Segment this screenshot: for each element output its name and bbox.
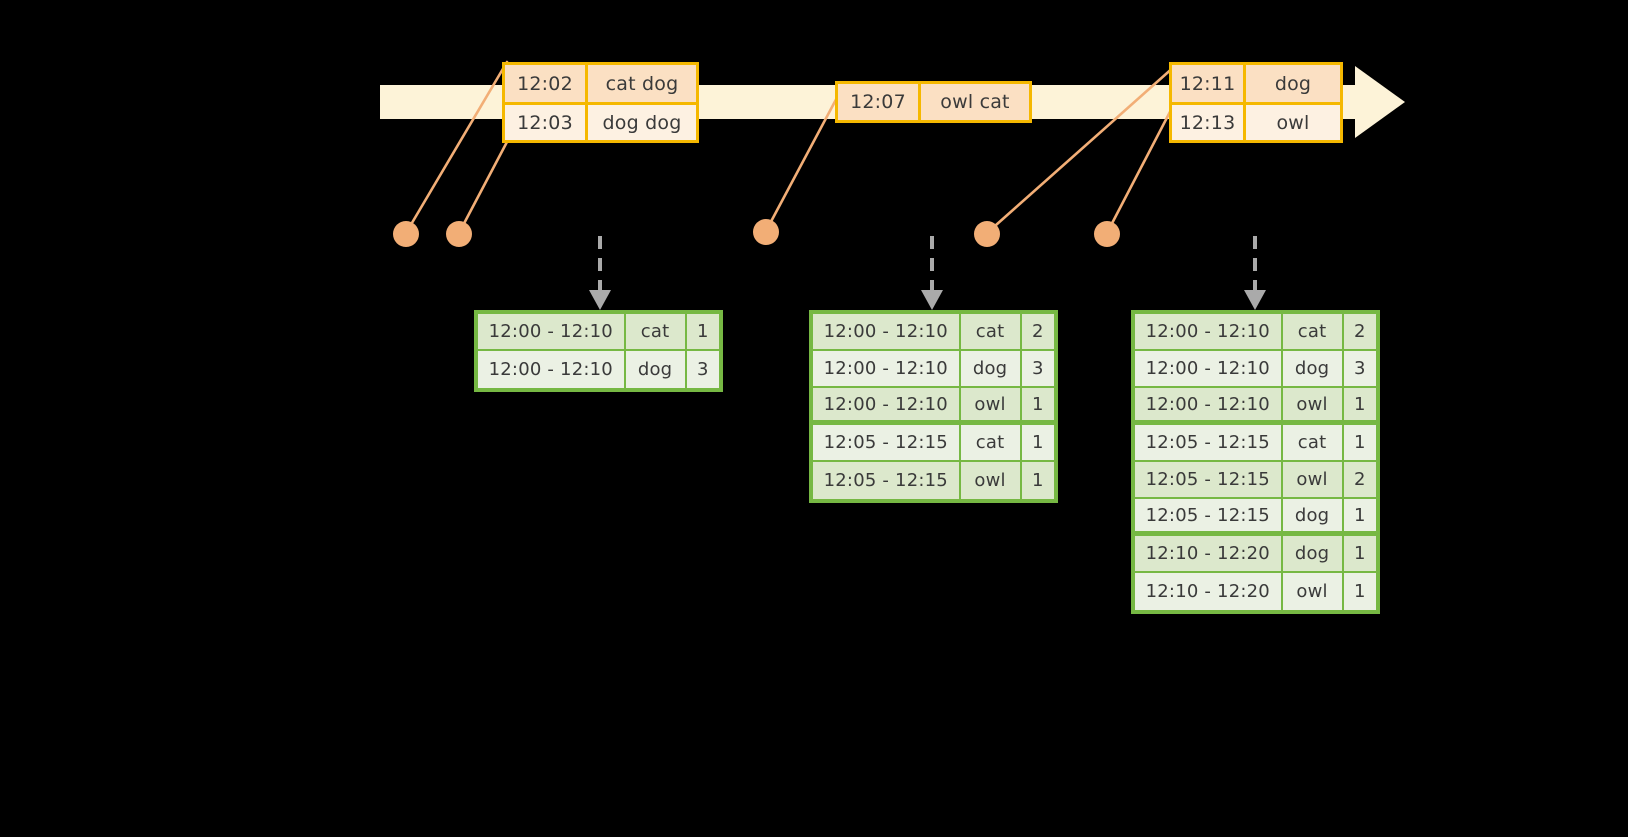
cell-count: 1 — [1021, 425, 1054, 460]
cell-window: 12:00 - 12:10 — [478, 314, 626, 349]
event-dot-3 — [753, 219, 779, 245]
event-words: dog — [1274, 72, 1312, 95]
cell-window: 12:05 - 12:15 — [813, 425, 961, 460]
event-dot-5 — [1094, 221, 1120, 247]
trigger-arrow-1 — [589, 236, 611, 310]
cell-word: cat — [1282, 425, 1344, 460]
cell-word: owl — [960, 462, 1022, 499]
event-words: dog dog — [602, 111, 682, 134]
cell-count: 1 — [1343, 573, 1376, 610]
event-words: cat dog — [605, 72, 679, 95]
cell-word: cat — [960, 425, 1022, 460]
cell-count: 1 — [1343, 536, 1376, 571]
event-dot-1 — [393, 221, 419, 247]
cell-word: dog — [1282, 351, 1344, 386]
cell-word: cat — [1282, 314, 1344, 349]
cell-window: 12:00 - 12:10 — [813, 351, 961, 386]
cell-word: dog — [960, 351, 1022, 386]
cell-word: dog — [625, 351, 687, 388]
cell-window: 12:10 - 12:20 — [1135, 536, 1283, 571]
cell-count: 1 — [1343, 388, 1376, 420]
event-time: 12:03 — [505, 105, 588, 140]
event-row: 12:13 owl — [1172, 102, 1340, 140]
cell-window: 12:00 - 12:10 — [813, 388, 961, 420]
event-time: 12:13 — [1172, 105, 1246, 140]
event-row: 12:03 dog dog — [505, 102, 696, 140]
cell-word: cat — [960, 314, 1022, 349]
cell-window: 12:00 - 12:10 — [813, 314, 961, 349]
cell-count: 3 — [1343, 351, 1376, 386]
cell-count: 2 — [1343, 462, 1376, 497]
event-row: 12:11 dog — [1172, 65, 1340, 103]
cell-window: 12:05 - 12:15 — [1135, 499, 1283, 531]
trigger-arrow-3 — [1244, 236, 1266, 310]
cell-word: dog — [1282, 536, 1344, 571]
event-time: 12:11 — [1172, 65, 1246, 103]
trigger-arrow-2 — [921, 236, 943, 310]
cell-count: 1 — [1343, 499, 1376, 531]
cell-count: 3 — [1021, 351, 1054, 386]
timeline-event-dots — [393, 219, 1120, 247]
cell-count: 1 — [1343, 425, 1376, 460]
cell-window: 12:00 - 12:10 — [1135, 314, 1283, 349]
cell-count: 1 — [686, 314, 719, 349]
cell-count: 2 — [1343, 314, 1376, 349]
event-box-1[interactable]: 12:02 cat dog 12:03 dog dog — [502, 62, 699, 143]
cell-word: dog — [1282, 499, 1344, 531]
cell-word: owl — [1282, 462, 1344, 497]
cell-count: 3 — [686, 351, 719, 388]
event-time: 12:07 — [838, 84, 921, 120]
cell-window: 12:00 - 12:10 — [1135, 388, 1283, 420]
event-box-2[interactable]: 12:07 owl cat — [835, 81, 1032, 123]
cell-window: 12:05 - 12:15 — [1135, 462, 1283, 497]
cell-count: 2 — [1021, 314, 1054, 349]
event-dot-2 — [446, 221, 472, 247]
cell-window: 12:00 - 12:10 — [478, 351, 626, 388]
event-words: owl cat — [940, 91, 1010, 113]
cell-window: 12:10 - 12:20 — [1135, 573, 1283, 610]
event-box-3[interactable]: 12:11 dog 12:13 owl — [1169, 62, 1343, 143]
cell-word: cat — [625, 314, 687, 349]
cell-count: 1 — [1021, 388, 1054, 420]
event-row: 12:07 owl cat — [838, 84, 1029, 120]
event-words: owl — [1276, 111, 1310, 134]
trigger-arrows — [589, 236, 1266, 310]
cell-window: 12:00 - 12:10 — [1135, 351, 1283, 386]
cell-window: 12:05 - 12:15 — [813, 462, 961, 499]
cell-word: owl — [1282, 388, 1344, 420]
event-row: 12:02 cat dog — [505, 65, 696, 103]
cell-window: 12:05 - 12:15 — [1135, 425, 1283, 460]
event-time: 12:02 — [505, 65, 588, 103]
cell-count: 1 — [1021, 462, 1054, 499]
event-dot-4 — [974, 221, 1000, 247]
cell-word: owl — [1282, 573, 1344, 610]
cell-word: owl — [960, 388, 1022, 420]
